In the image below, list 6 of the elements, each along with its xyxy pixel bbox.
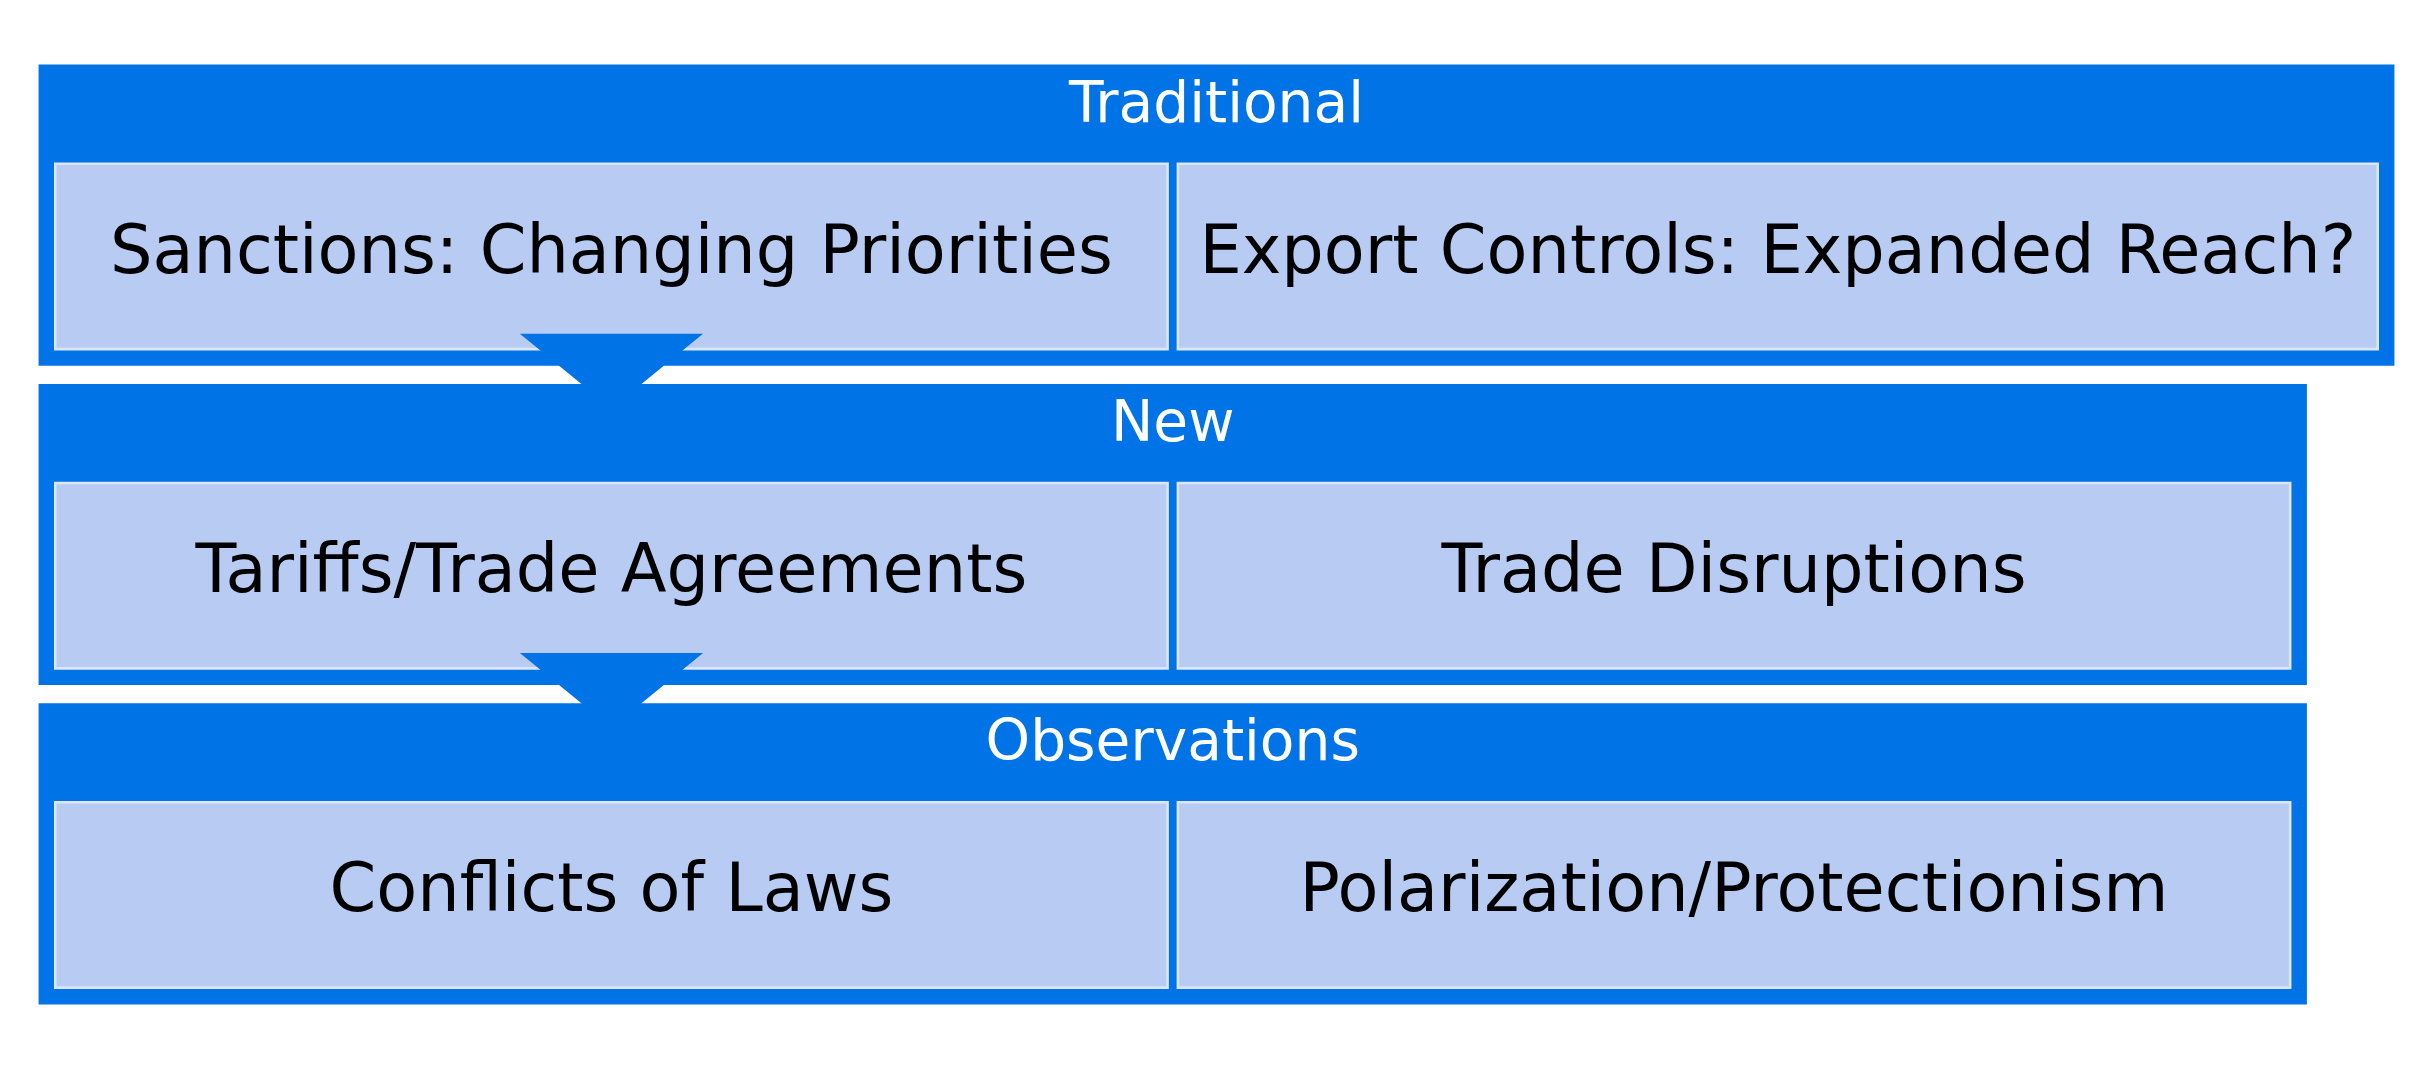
node-box: Polarization/Protectionism bbox=[1176, 800, 2292, 989]
node-box: Export Controls: Expanded Reach? bbox=[1176, 161, 2379, 350]
node-box: Trade Disruptions bbox=[1176, 481, 2292, 670]
node-box: Conflicts of Laws bbox=[54, 800, 1169, 989]
node-box: Tariffs/Trade Agreements bbox=[54, 481, 1169, 670]
node-box: Sanctions: Changing Priorities bbox=[54, 161, 1169, 350]
